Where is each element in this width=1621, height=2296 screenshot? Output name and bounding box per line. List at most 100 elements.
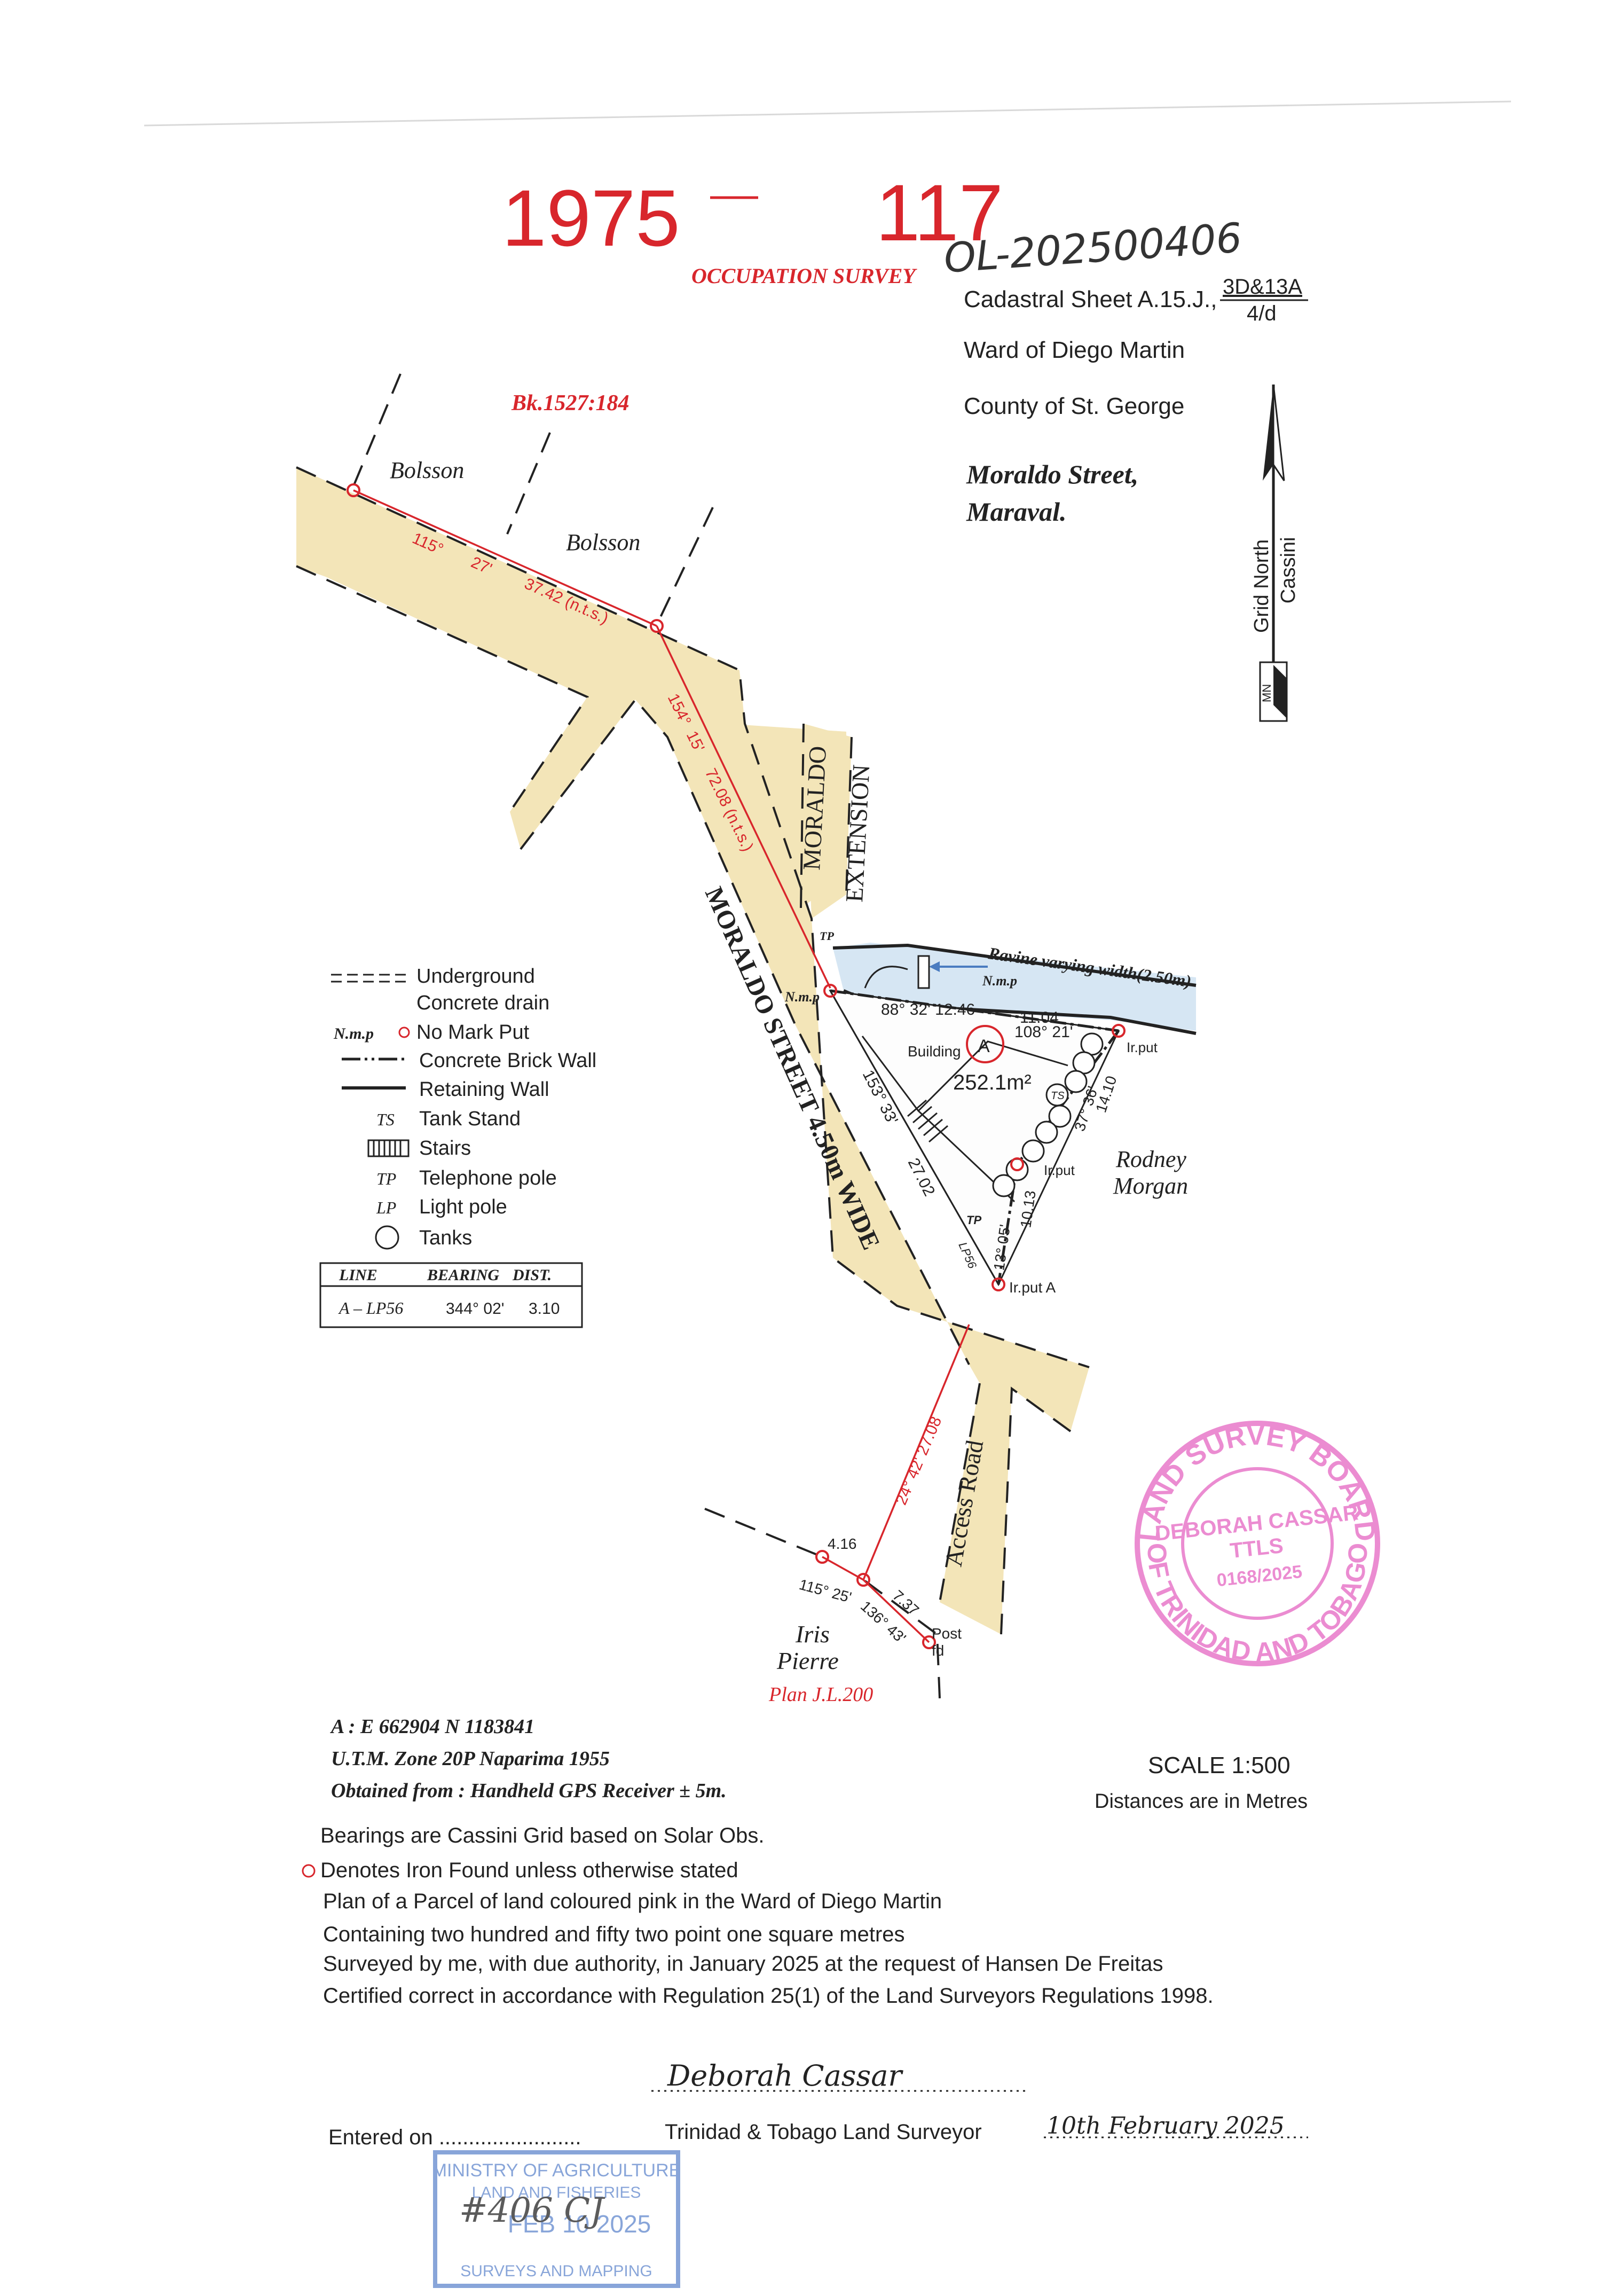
nmp-right-label: N.m.p <box>982 973 1017 989</box>
legend-label-4: Retaining Wall <box>419 1078 549 1101</box>
survey-year: 1975 <box>502 173 680 263</box>
handwritten-number: #406 CJ <box>459 2191 605 2230</box>
legend-label-1: Concrete drain <box>416 992 549 1014</box>
neighbor-sw-2: Pierre <box>776 1647 839 1674</box>
survey-lines <box>353 489 970 1643</box>
line-south <box>862 1324 970 1580</box>
north-badge-label: MN <box>1260 684 1273 702</box>
legend-symbol-7: TP <box>376 1169 396 1188</box>
cadastral-sheet: Cadastral Sheet A.15.J., <box>964 286 1217 312</box>
legend-symbol-2: N.m.p <box>333 1025 374 1043</box>
line-southwest <box>822 1556 864 1581</box>
legend-label-7: Telephone pole <box>419 1167 557 1189</box>
dist-ne-a: 11.04 <box>1020 1009 1059 1026</box>
note-line-5: Surveyed by me, with due authority, in J… <box>323 1952 1163 1976</box>
line-moraldo <box>656 625 831 989</box>
north-sub-label: Cassini <box>1277 537 1300 604</box>
legend-symbol-5: TS <box>376 1110 395 1129</box>
legend-label-5: Tank Stand <box>419 1108 521 1130</box>
survey-number: 117 <box>876 168 1003 257</box>
parcel-letter-circle <box>966 1025 1004 1063</box>
legend-label-9: Tanks <box>419 1227 472 1249</box>
building-label: Building <box>908 1043 961 1060</box>
post-1: Post <box>932 1625 962 1642</box>
nmp-left-label: N.m.p <box>784 989 820 1005</box>
neighbor-east-1: Rodney <box>1115 1146 1186 1172</box>
tank-stand-circle <box>1045 1083 1069 1107</box>
signature-date: 10th February 2025 <box>1046 2112 1285 2140</box>
stairs <box>907 1099 948 1143</box>
table-header-bearing: BEARING <box>427 1266 499 1284</box>
tp-top-label: TP <box>820 929 834 943</box>
legend-tank-symbol <box>375 1225 399 1250</box>
dist-sw-b: 7.37 <box>890 1587 922 1619</box>
scale-label: SCALE 1:500 <box>1148 1752 1290 1778</box>
legend-label-8: Light pole <box>419 1196 507 1218</box>
cadastral-bottom: 4/d <box>1247 302 1277 325</box>
note-line-3: Plan of a Parcel of land coloured pink i… <box>323 1890 942 1913</box>
parcel-west-line <box>829 990 1000 1285</box>
county-label: County of St. George <box>964 393 1184 419</box>
book-ref: Bk.1527:184 <box>511 391 629 416</box>
line-bolsson <box>353 489 657 627</box>
table-cell-line: A – LP56 <box>338 1298 403 1318</box>
coordinates: A : E 662904 N 1183841 U.T.M. Zone 20P N… <box>330 1715 727 1802</box>
access-road-east <box>1000 1386 1072 1635</box>
ministry-date: FEB 10 2025 <box>508 2210 651 2238</box>
table-header-dist: DIST. <box>512 1266 552 1284</box>
street-label: Moraldo Street, <box>966 459 1138 489</box>
cadastral-top: 3D&13A <box>1223 275 1302 299</box>
parcel-letter: A <box>978 1036 990 1056</box>
parcel-area: 252.1m² <box>953 1071 1032 1094</box>
legend-label-2: No Mark Put <box>416 1021 530 1044</box>
note-line-6: Certified correct in accordance with Reg… <box>323 1984 1214 2008</box>
boundary-bolsson-3 <box>656 507 714 625</box>
road-edge-west-lower <box>520 698 970 1365</box>
stamp-title: TTLS <box>1229 1534 1285 1563</box>
header: 1975 117 OCCUPATION SURVEY OL-202500406 … <box>502 168 1308 527</box>
signature-block: Deborah Cassar Entered on ..............… <box>328 2059 1308 2149</box>
parcel-north-wall <box>830 989 1119 1032</box>
note-line-2: Denotes Iron Found unless otherwise stat… <box>320 1859 738 1882</box>
owner-bolsson-2: Bolsson <box>566 529 640 555</box>
page-edge-top <box>144 100 1512 127</box>
note-line-4: Containing two hundred and fifty two poi… <box>323 1923 905 1946</box>
legend-label-0: Underground <box>416 965 535 988</box>
boundary-iris-pierre <box>704 1508 823 1558</box>
survey-title: OCCUPATION SURVEY <box>691 264 917 288</box>
land-survey-board-stamp: LAND SURVEY BOARD OF TRINIDAD AND TOBAGO… <box>1134 1420 1381 1667</box>
ministry-line-1: MINISTRY OF AGRICULTURE <box>432 2160 681 2181</box>
area-label: Maraval. <box>966 497 1067 527</box>
table-cell-dist: 3.10 <box>529 1300 560 1318</box>
bearing-sw-a: 115° 25' <box>797 1576 853 1606</box>
coords-line-1: A : E 662904 N 1183841 <box>330 1715 534 1738</box>
line-south-east <box>862 1579 930 1643</box>
access-road-west <box>939 1383 981 1603</box>
ward-label: Ward of Diego Martin <box>964 337 1185 363</box>
stairs-arc <box>864 966 908 989</box>
legend-symbol-8: LP <box>376 1198 396 1217</box>
table-header-line: LINE <box>339 1266 377 1284</box>
boundary-post <box>864 1580 941 1699</box>
boundary-bolsson-1 <box>351 373 402 489</box>
stamp-number: 0168/2025 <box>1216 1562 1303 1591</box>
irput-mid: Ir.put <box>1044 1162 1075 1178</box>
table-cell-bearing: 344° 02' <box>446 1300 504 1318</box>
owner-bolsson-1: Bolsson <box>390 457 464 483</box>
irput-ne: Ir.put <box>1127 1039 1158 1055</box>
ministry-line-4: SURVEYS AND MAPPING <box>460 2262 652 2280</box>
scale-units: Distances are in Metres <box>1095 1790 1308 1813</box>
ministry-stamp-border <box>433 2150 680 2288</box>
ts-circle-label: TS <box>1051 1090 1065 1102</box>
dist-top: 88° 32' 12.46 <box>881 1001 975 1018</box>
post-2: fd <box>932 1642 944 1659</box>
legend-stairs-symbol <box>367 1139 410 1157</box>
dist-ne-b: 108° 21' <box>1014 1023 1073 1041</box>
north-arrow-head-left <box>1263 385 1273 481</box>
notes: Bearings are Cassini Grid based on Solar… <box>302 1824 1214 2008</box>
legend-nmp-marker <box>398 1026 410 1038</box>
stamp-bottom-text: OF TRINIDAD AND TOBAGO <box>1142 1542 1373 1667</box>
bearing-table <box>319 1262 583 1328</box>
moraldo-extension-road <box>804 724 852 919</box>
